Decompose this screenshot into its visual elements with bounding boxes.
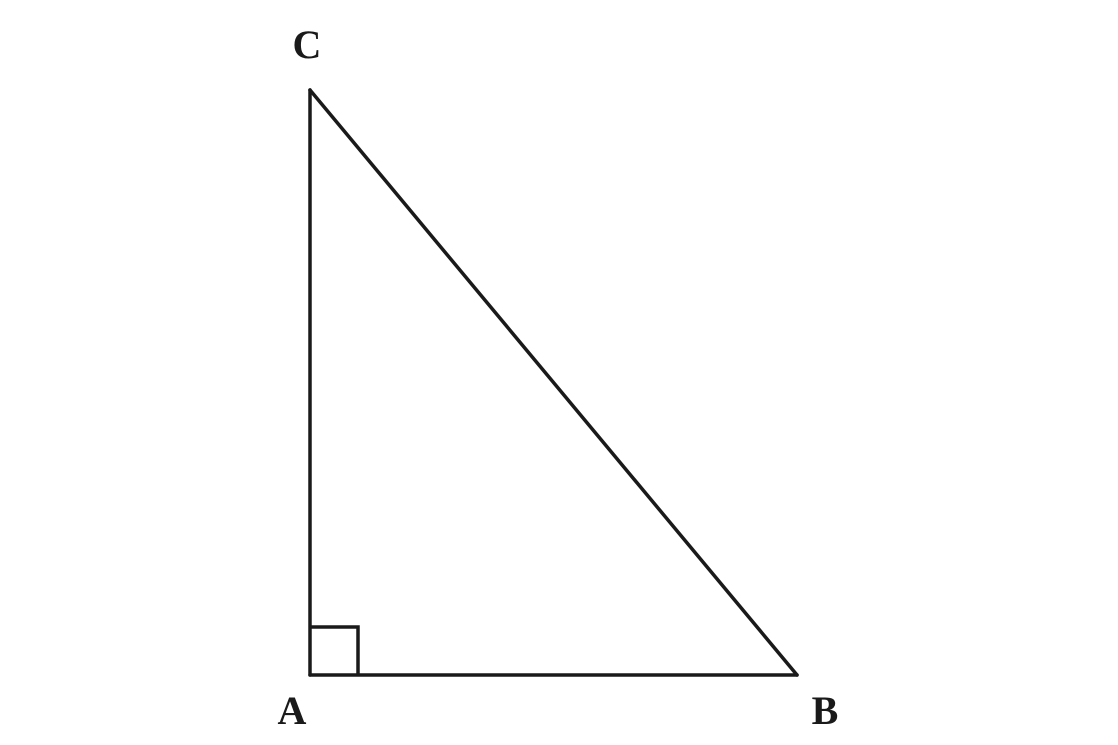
side-cb-hypotenuse xyxy=(308,88,799,677)
right-angle-marker xyxy=(310,625,360,675)
vertex-label-c: C xyxy=(293,22,322,67)
vertex-label-a: A xyxy=(278,688,307,733)
vertex-label-b: B xyxy=(812,688,839,733)
